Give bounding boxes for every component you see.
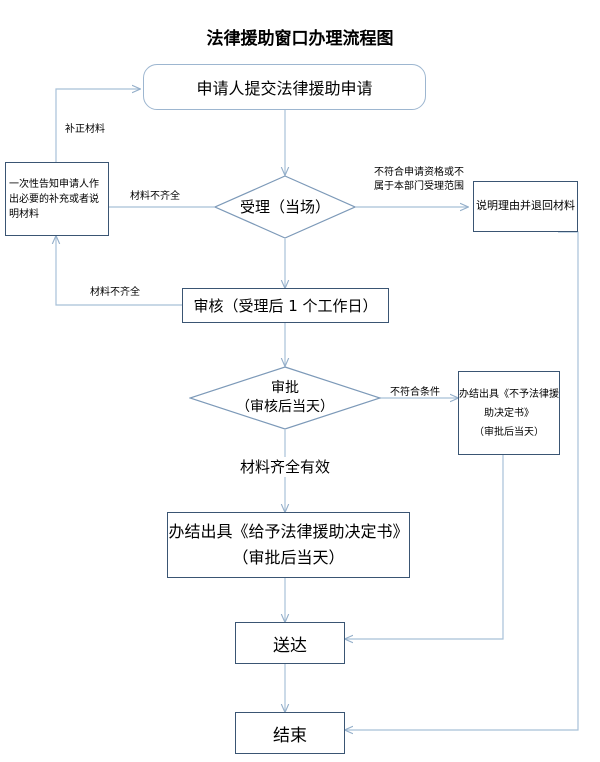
node-grant-decision[interactable]: 办结出具《给予法律援助决定书》 （审批后当天） xyxy=(167,512,410,578)
node-deny-decision[interactable]: 办结出具《不予法律援助决定书》 （审批后当天） xyxy=(458,371,560,455)
edge-label-complete-valid: 材料齐全有效 xyxy=(205,457,365,478)
page-title: 法律援助窗口办理流程图 xyxy=(206,29,394,49)
node-approve-label: 审批 （审核后当天） xyxy=(236,380,334,415)
edge-label-not-conditions: 不符合条件 xyxy=(390,387,440,398)
node-end[interactable]: 结束 xyxy=(235,712,345,754)
node-accept-decision[interactable]: 受理（当场） xyxy=(214,175,356,239)
node-approve-decision[interactable]: 审批 （审核后当天） xyxy=(189,366,381,430)
node-submit-application[interactable]: 申请人提交法律援助申请 xyxy=(143,64,426,110)
diamond-shape-accept xyxy=(214,175,356,239)
edge-label-incomplete-accept: 材料不齐全 xyxy=(130,191,180,202)
node-reject-return-materials[interactable]: 说明理由并退回材料 xyxy=(473,181,578,232)
node-deliver[interactable]: 送达 xyxy=(235,622,345,664)
edge-label-correction: 补正材料 xyxy=(65,124,105,135)
edge-label-incomplete-review: 材料不齐全 xyxy=(90,287,140,298)
node-notify-supplement[interactable]: 一次性告知申请人作出必要的补充或者说明材料 xyxy=(5,162,109,236)
node-review[interactable]: 审核（受理后 1 个工作日） xyxy=(182,288,389,323)
edge-label-not-qualified: 不符合申请资格或不 属于本部门受理范围 xyxy=(374,167,464,192)
node-accept-label: 受理（当场） xyxy=(239,197,330,216)
